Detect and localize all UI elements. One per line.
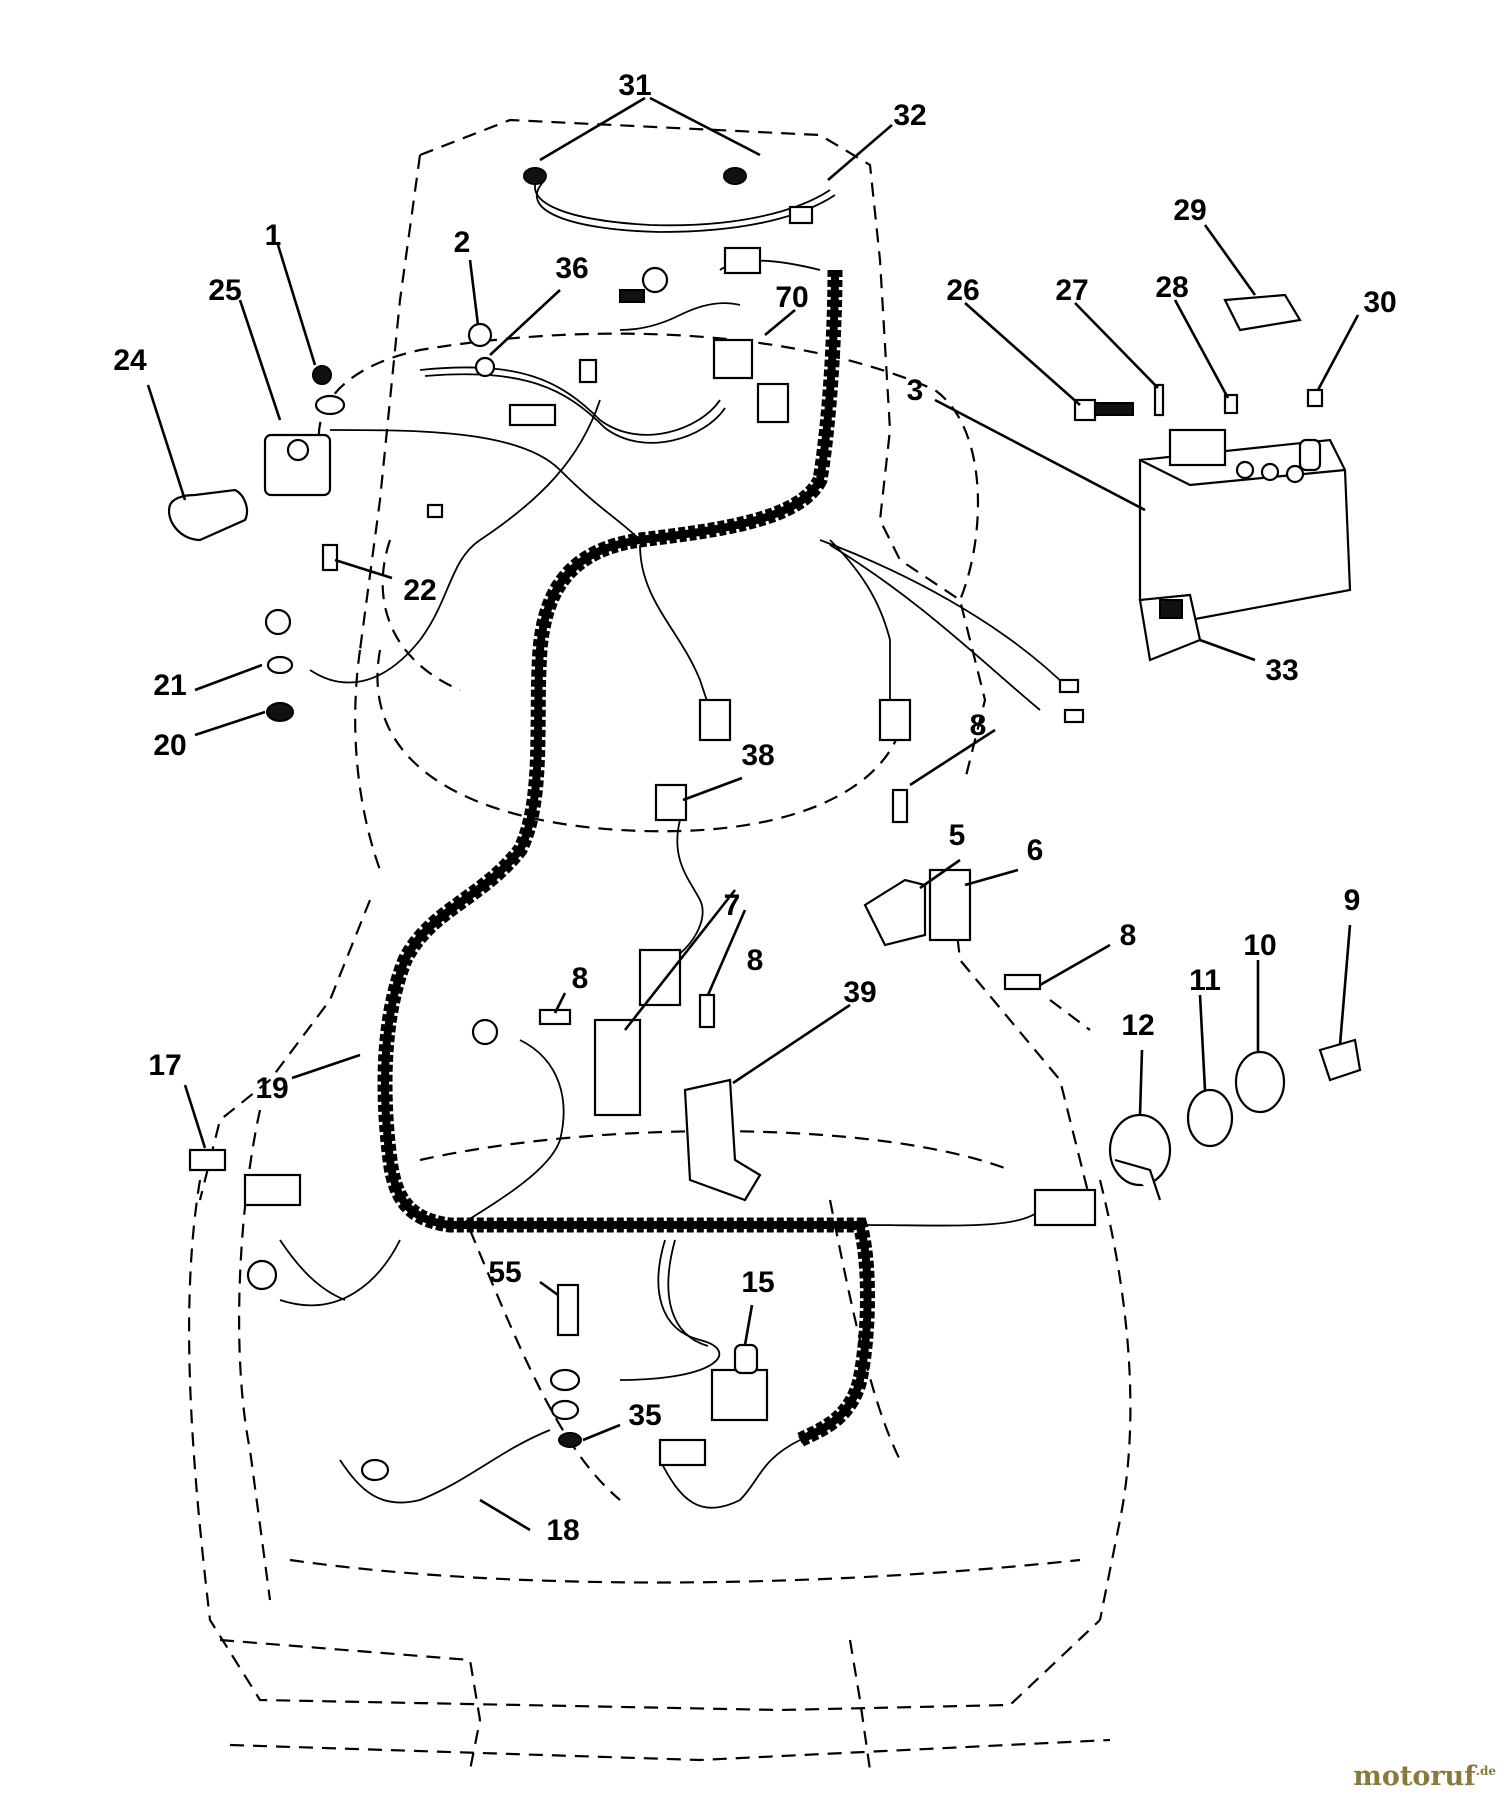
tractor-outline [188,118,1132,1771]
part-ground-ring-36 [467,266,669,378]
callout-29: 29 [1173,194,1206,227]
leader-lines [146,96,1360,1532]
callout-3: 3 [907,374,924,407]
callout-70: 70 [775,281,808,314]
part-switch-7 [538,993,716,1117]
callout-30: 30 [1363,286,1396,319]
callout-8-mid: 8 [747,944,764,977]
callout-17: 17 [148,1049,181,1082]
part-switch-15 [658,1343,769,1467]
part-cap-24 [167,488,249,542]
watermark: motoruf.de [1353,1761,1496,1792]
callout-38: 38 [741,739,774,772]
coiled-harness [377,269,875,1447]
part-connector-70 [508,246,790,427]
callout-7: 7 [724,889,741,922]
callout-2: 2 [454,226,471,259]
callout-10: 10 [1243,929,1276,962]
watermark-text: motoruf [1353,1761,1476,1792]
callout-35: 35 [628,1399,661,1432]
callout-18: 18 [546,1514,579,1547]
callout-31: 31 [618,69,651,102]
callout-27: 27 [1055,274,1088,307]
part-lights-31 [523,167,814,225]
part-connectors-mid [638,678,1085,1007]
part-ground-55 [360,1283,582,1482]
watermark-suffix: .de [1475,1764,1496,1778]
callout-8-left: 8 [572,962,589,995]
callout-5: 5 [949,819,966,852]
callout-24: 24 [113,344,147,377]
callout-1: 1 [265,219,282,252]
harness-wires [279,174,1071,1509]
callout-19: 19 [255,1072,288,1105]
part-fuse-17 [188,1148,302,1291]
callout-32: 32 [893,99,926,132]
callout-36: 36 [555,252,588,285]
part-bracket-39 [683,1078,762,1202]
callout-8-top: 8 [970,709,987,742]
part-bracket-5-6 [863,788,1042,991]
part-ignition-9-12 [1108,1038,1362,1201]
callout-26: 26 [946,274,979,307]
part-solenoid-25 [263,365,346,497]
callout-20: 20 [153,729,186,762]
callout-labels: 31 32 2 36 70 1 25 24 22 21 20 29 26 27 … [113,69,1396,1547]
callout-9: 9 [1344,884,1361,917]
callout-22: 22 [403,574,436,607]
callout-15: 15 [741,1266,774,1299]
callout-21: 21 [153,669,186,702]
callout-25: 25 [208,274,241,307]
part-hardware-26-30 [1073,293,1324,422]
callout-39: 39 [843,976,876,1009]
callout-55: 55 [488,1256,521,1289]
callout-28: 28 [1155,271,1188,304]
part-washers-20-21 [264,608,294,722]
part-bolt-22 [321,503,444,572]
part-switch-33 [1138,593,1202,662]
callout-11: 11 [1189,964,1221,997]
callout-33: 33 [1265,654,1298,687]
part-battery-3 [1138,428,1352,622]
callout-12: 12 [1121,1009,1154,1042]
callout-8-right: 8 [1120,919,1137,952]
callout-6: 6 [1027,834,1044,867]
part-connector-right [471,1018,1097,1227]
